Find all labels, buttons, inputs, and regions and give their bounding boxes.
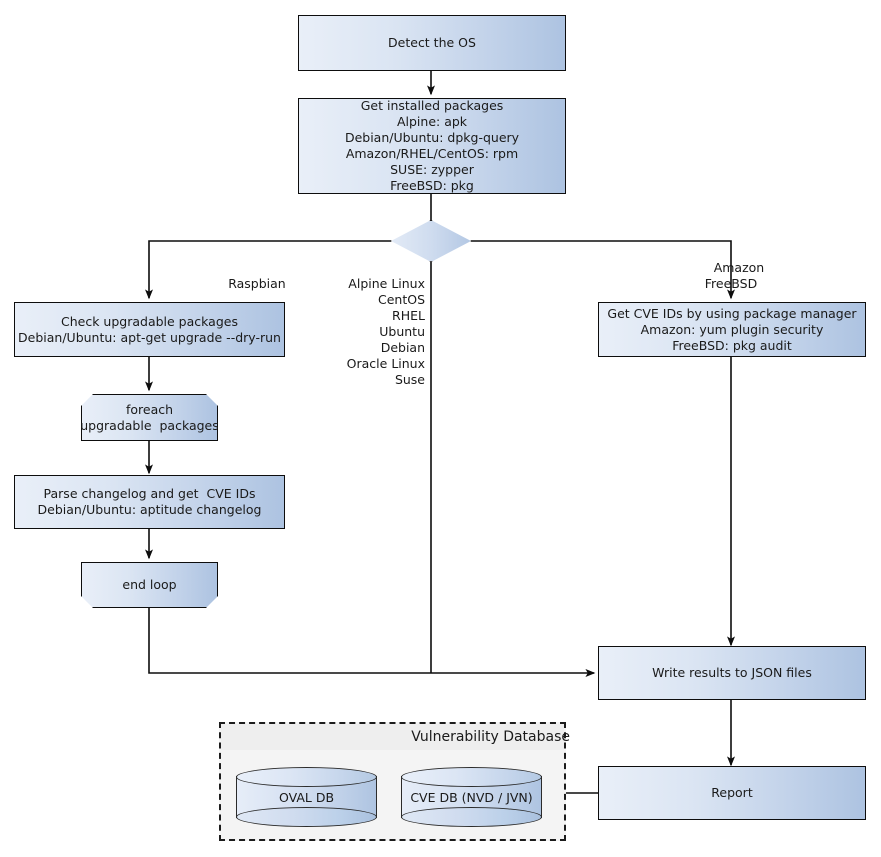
- node-report[interactable]: Report: [598, 766, 866, 820]
- decision-diamond[interactable]: [391, 220, 471, 262]
- vulnerability-database-header: Vulnerability Database: [221, 724, 570, 750]
- node-check-upgradable-packages-label: Check upgradable packages Debian/Ubuntu:…: [18, 313, 281, 345]
- database-cylinder-cve[interactable]: CVE DB (NVD / JVN): [401, 767, 542, 827]
- database-cylinder-oval[interactable]: OVAL DB: [236, 767, 377, 827]
- database-cylinder-oval-label: OVAL DB: [278, 789, 335, 805]
- edge-endloop-to-write-results: [148, 608, 596, 677]
- cylinder-top-ellipse: [236, 767, 377, 787]
- branch-label-left-text: Raspbian: [228, 276, 286, 291]
- node-foreach-loop-start-label: foreach upgradable packages: [80, 401, 219, 433]
- node-end-loop-label: end loop: [122, 577, 177, 592]
- branch-label-middle-text: Alpine Linux CentOS RHEL Ubuntu Debian O…: [346, 276, 425, 387]
- node-report-label: Report: [711, 785, 753, 800]
- vulnerability-database-group[interactable]: Vulnerability Database OVAL DB CVE DB (N…: [219, 722, 570, 841]
- cylinder-top-ellipse: [401, 767, 542, 787]
- database-cylinder-cve-label: CVE DB (NVD / JVN): [410, 789, 533, 805]
- cylinder-bottom-ellipse: [236, 807, 377, 827]
- vulnerability-database-title: Vulnerability Database: [411, 729, 570, 745]
- node-write-results-label: Write results to JSON files: [652, 665, 812, 680]
- node-foreach-loop-start[interactable]: foreach upgradable packages: [81, 394, 218, 441]
- node-write-results[interactable]: Write results to JSON files: [598, 646, 866, 700]
- branch-label-right: Amazon FreeBSD: [631, 244, 831, 308]
- branch-label-left: Raspbian: [149, 260, 349, 308]
- branch-label-right-text: Amazon FreeBSD: [704, 260, 765, 291]
- cylinder-bottom-ellipse: [401, 807, 542, 827]
- branch-label-middle: Alpine Linux CentOS RHEL Ubuntu Debian O…: [225, 260, 425, 404]
- node-end-loop[interactable]: end loop: [81, 562, 218, 608]
- node-get-installed-packages-label: Get installed packages Alpine: apk Debia…: [344, 98, 520, 193]
- node-get-installed-packages[interactable]: Get installed packages Alpine: apk Debia…: [298, 98, 566, 194]
- node-get-cve-ids[interactable]: Get CVE IDs by using package manager Ama…: [598, 302, 866, 357]
- node-get-cve-ids-label: Get CVE IDs by using package manager Ama…: [607, 305, 857, 353]
- node-detect-os[interactable]: Detect the OS: [298, 15, 566, 71]
- node-check-upgradable-packages[interactable]: Check upgradable packages Debian/Ubuntu:…: [14, 302, 285, 357]
- node-detect-os-label: Detect the OS: [388, 35, 476, 50]
- node-parse-changelog-label: Parse changelog and get CVE IDs Debian/U…: [37, 486, 262, 517]
- node-parse-changelog[interactable]: Parse changelog and get CVE IDs Debian/U…: [14, 475, 285, 529]
